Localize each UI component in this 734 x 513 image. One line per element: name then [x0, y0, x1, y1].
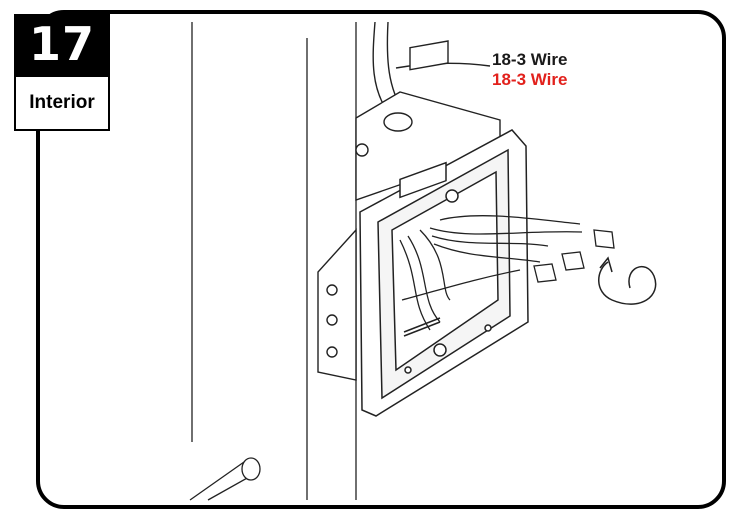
box-wires [399, 215, 583, 331]
wire-callout-secondary: 18-3 Wire [492, 70, 568, 89]
step-number: 17 [14, 14, 110, 75]
step-label: Interior [14, 75, 110, 131]
wire-nuts [533, 229, 615, 283]
mounting-bracket [317, 228, 357, 381]
wire-callout-primary: 18-3 Wire [492, 50, 568, 69]
electrical-box-faceplate [359, 129, 529, 417]
latch-bolt [189, 457, 261, 501]
twist-arrow-icon [598, 256, 657, 305]
electrical-box-top [355, 40, 501, 201]
